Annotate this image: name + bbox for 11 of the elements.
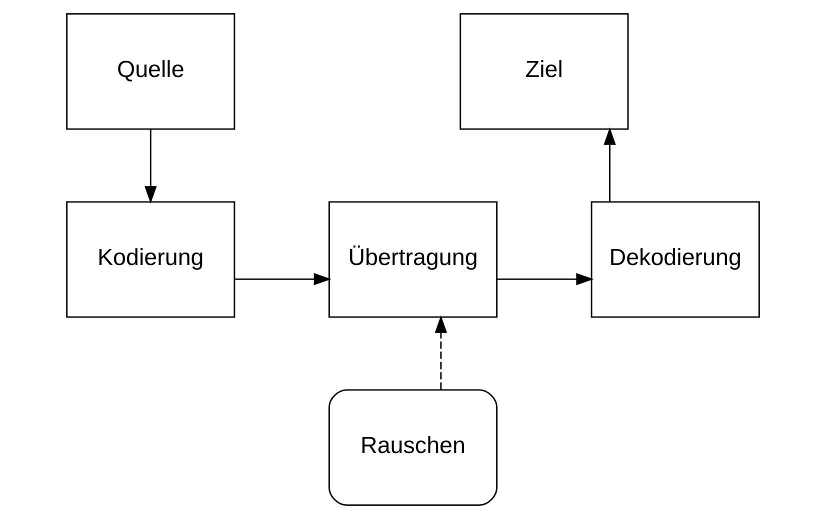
node-box: Dekodierung xyxy=(590,201,760,318)
node-box: Kodierung xyxy=(66,201,236,318)
node-box: Übertragung xyxy=(328,201,498,318)
arrow xyxy=(434,315,448,390)
node-box: Ziel xyxy=(460,13,629,130)
arrow xyxy=(144,129,157,204)
arrow xyxy=(497,273,594,286)
arrow xyxy=(235,273,332,286)
node-box: Quelle xyxy=(66,13,236,130)
arrow xyxy=(604,127,616,202)
node-box: Rauschen xyxy=(328,389,498,506)
